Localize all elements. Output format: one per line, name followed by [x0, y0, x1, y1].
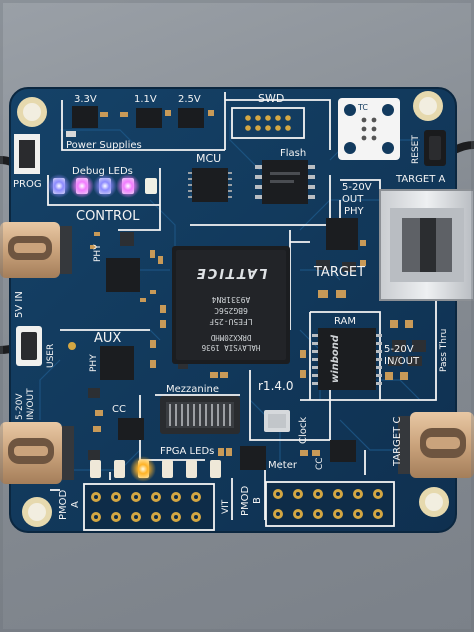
fpga-chip: HALAYSIA 1936 DRKX20MHD LFE5U-25F 6BG256… [172, 246, 290, 364]
label-phy-control: PHY [93, 244, 103, 262]
label-5-20v-right: 5-20V [384, 344, 414, 355]
label-target-c: TARGET C [392, 417, 403, 467]
label-control: CONTROL [76, 209, 140, 224]
label-swd: SWD [258, 92, 284, 105]
small-ics [88, 232, 426, 460]
usb-c-target-port [398, 412, 474, 478]
label-fpga-leds: FPGA LEDs [160, 446, 214, 457]
label-pmod-b-letter: B [252, 497, 263, 504]
label-mcu: MCU [196, 152, 221, 165]
power-regulators [66, 106, 214, 137]
passive-components [90, 232, 413, 456]
pmod-a-header [83, 483, 215, 531]
usb-c-aux-port [0, 422, 74, 484]
svg-text:A9331RN4: A9331RN4 [212, 295, 251, 304]
label-in-out-right: IN/OUT [384, 356, 420, 367]
label-5v-in: 5V IN [14, 291, 25, 318]
label-cc-right: CC [315, 457, 325, 470]
swd-header [231, 107, 305, 139]
label-reset: RESET [411, 135, 421, 164]
label-pass-thru: Pass Thru [439, 329, 449, 372]
usb-c-control-port [0, 222, 72, 278]
label-prog: PROG [13, 179, 42, 190]
mounting-holes [17, 91, 449, 527]
label-user: USER [46, 344, 56, 368]
label-aux: AUX [94, 331, 121, 346]
silkscreen-labels: 3.3V 1.1V 2.5V Power Supplies SWD TC RES… [13, 92, 449, 520]
pmod-b-header [265, 481, 395, 527]
label-pmod-a: PMOD [58, 489, 69, 520]
reset-button [424, 130, 446, 166]
label-5-20v-left: 5-20V [15, 393, 25, 420]
label-clock: Clock [298, 417, 309, 444]
fpga-leds [90, 456, 221, 482]
ram-chip: winbond [312, 328, 382, 390]
label-ram: RAM [334, 316, 356, 327]
svg-text:DRKX20MHD: DRKX20MHD [210, 333, 251, 342]
usb-a-target-port [379, 189, 474, 301]
label-out: OUT [342, 194, 364, 205]
label-pmod-b: PMOD [240, 485, 251, 516]
label-5-20v-out: 5-20V [342, 182, 372, 193]
label-vit: VIT [221, 499, 231, 514]
mezzanine-connector [160, 396, 240, 434]
label-version: r1.4.0 [258, 379, 293, 393]
label-pmod-a-letter: A [70, 501, 81, 508]
flash-chip [255, 160, 315, 204]
svg-text:LFE5U-25F: LFE5U-25F [209, 317, 253, 326]
tag-connect-pad [338, 98, 400, 160]
label-3v3: 3.3V [74, 94, 97, 105]
debug-leds [47, 174, 157, 198]
label-mezzanine: Mezzanine [166, 384, 219, 395]
svg-text:winbond: winbond [330, 334, 341, 383]
user-button [16, 326, 76, 366]
label-target-a: TARGET A [395, 174, 445, 185]
label-tc: TC [357, 103, 368, 112]
label-in-out-left: IN/OUT [26, 388, 36, 420]
label-1v1: 1.1V [134, 94, 157, 105]
prog-connector [14, 134, 40, 174]
label-meter: Meter [268, 460, 298, 471]
svg-text:6BG256C: 6BG256C [214, 306, 248, 315]
svg-text:HALAYSIA 1936: HALAYSIA 1936 [201, 343, 260, 352]
clock-crystal [264, 410, 290, 432]
label-power-supplies: Power Supplies [66, 140, 142, 151]
label-debug-leds: Debug LEDs [72, 166, 133, 177]
label-flash: Flash [280, 148, 306, 159]
phy-chips [100, 218, 358, 470]
label-target: TARGET [313, 265, 365, 280]
svg-text:LATTICE: LATTICE [195, 265, 267, 280]
label-cc-left: CC [112, 404, 126, 415]
label-phy-target: PHY [344, 206, 365, 217]
mcu-chip [188, 168, 232, 202]
label-phy-aux: PHY [89, 354, 99, 372]
label-2v5: 2.5V [178, 94, 201, 105]
